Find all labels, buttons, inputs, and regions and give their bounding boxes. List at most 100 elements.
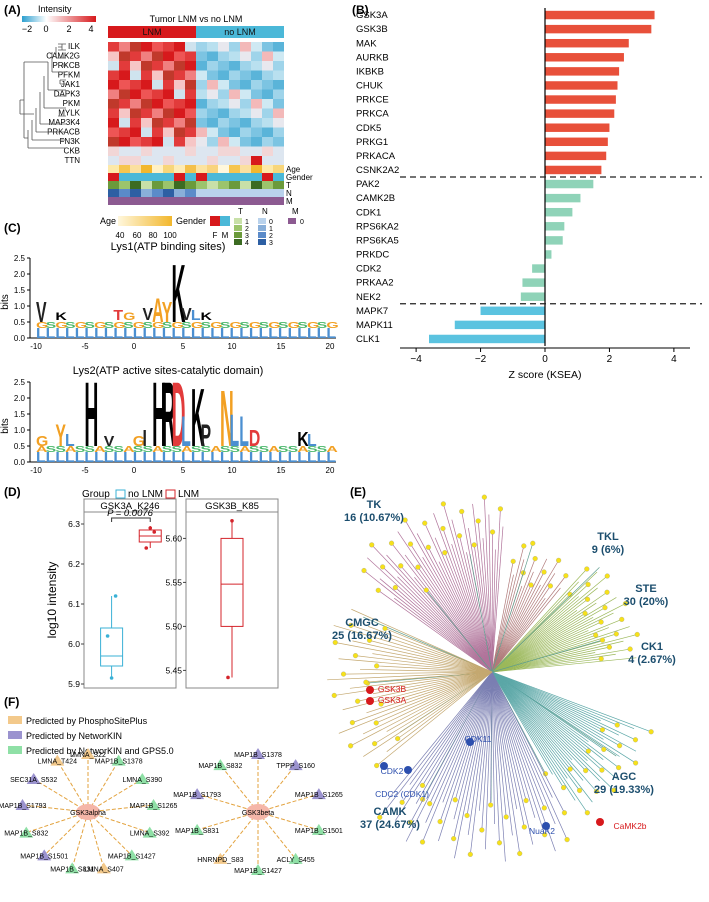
tree-branch: [422, 671, 493, 843]
logo-letter: L: [162, 326, 172, 342]
heatmap-cell: [262, 146, 273, 156]
f-node-shape: [311, 823, 326, 835]
heatmap-cell: [185, 127, 196, 137]
highlight-label: CDK2: [381, 766, 404, 776]
logo-letter: S: [297, 320, 308, 330]
bar-label: GSK3A: [356, 10, 388, 21]
intensity-tick: 0: [43, 24, 48, 34]
heatmap-cell: [152, 127, 163, 137]
tree-branch: [397, 576, 493, 673]
logo-letter: S: [249, 444, 260, 454]
tree-branch: [351, 608, 493, 673]
heatmap-cell: [229, 137, 240, 147]
heatmap-cell: [119, 51, 130, 61]
kinase-dot: [378, 701, 384, 707]
f-node-label: MAP1B_S831: [50, 866, 94, 873]
bar-mapk11: [454, 320, 545, 330]
kinase-dot: [475, 518, 481, 524]
tree-branch: [426, 589, 493, 673]
kinase-dot: [599, 637, 606, 643]
heatmap-cell: [229, 70, 240, 80]
tree-branch: [367, 557, 493, 673]
highlight-label: NuaK2: [529, 826, 555, 836]
kinase-dot: [528, 582, 534, 588]
intensity-tick: 4: [88, 24, 93, 34]
logo-letter: S: [75, 444, 86, 454]
heatmap-cell: [207, 118, 218, 128]
logo-letter: L: [307, 431, 317, 450]
highlight-dot: [542, 822, 550, 830]
gene-label: MYLK: [58, 109, 80, 118]
heatmap-cell: [273, 127, 284, 137]
tree-branch: [386, 671, 493, 732]
f-node-label: LMNA_S407: [84, 866, 124, 873]
f-edge: [219, 811, 259, 860]
annot-gender-cell: [251, 173, 262, 181]
panel-b-bar-chart: GSK3AGSK3BMAKAURKBIKBKBCHUKPRKCEPRKCACDK…: [356, 8, 702, 381]
kinase-dot: [488, 802, 494, 808]
tree-branch: [491, 671, 597, 792]
tree-branch: [491, 671, 556, 825]
heatmap-cell: [262, 156, 273, 166]
bar-csnk2a2: [545, 165, 602, 175]
logo-letter: L: [55, 450, 65, 466]
logo-letter: L: [133, 326, 143, 342]
bar-aurkb: [545, 53, 624, 62]
tree-branch: [442, 671, 493, 803]
heatmap-cell: [251, 118, 262, 128]
group-count-cmgc: 25 (16.67%): [332, 630, 392, 642]
f-edge: [257, 793, 320, 813]
legend-age-bar: [118, 216, 172, 226]
heatmap-cell: [163, 80, 174, 90]
kinase-dot: [604, 589, 610, 595]
legend-t-title: T: [238, 207, 243, 216]
legend-t-label: 3: [245, 233, 249, 240]
tree-branch: [342, 671, 493, 711]
tree-branch: [491, 671, 565, 813]
logo-x-tick-label: 20: [326, 342, 335, 351]
kinase-dot: [622, 601, 629, 607]
p-value: P = 0.0076: [107, 508, 154, 519]
legend-m-swatch: [288, 218, 296, 224]
annot-m-cell: [163, 197, 174, 205]
heatmap-cell: [229, 156, 240, 166]
logo-letter: G: [123, 310, 135, 322]
heatmap-cell: [218, 137, 229, 147]
y-tick-label: 6.1: [68, 599, 80, 609]
heatmap-cell: [141, 70, 152, 80]
logo-letter: G: [152, 320, 164, 330]
bar-nek2: [520, 292, 545, 301]
heatmap-cell: [240, 137, 251, 147]
tree-branch: [491, 671, 546, 835]
legend-t-swatch: [234, 239, 242, 245]
annot-m-cell: [273, 197, 284, 205]
tree-branch: [491, 671, 536, 818]
tree-branch: [382, 566, 493, 673]
f-edge: [22, 804, 89, 813]
panel-a: Intensity −2 0 2 4 Tumor LNM vs no LNM L…: [19, 4, 313, 247]
logo-letter: S: [288, 444, 299, 454]
logo-letter: A: [65, 444, 76, 454]
heatmap-cell: [163, 156, 174, 166]
bar-rps6ka2: [545, 222, 565, 231]
kinase-dot: [419, 839, 426, 845]
annot-age-cell: [207, 165, 218, 173]
heatmap-cell: [273, 61, 284, 71]
logo-letter: S: [142, 444, 153, 454]
heatmap-cell: [108, 42, 119, 52]
bar-camk2b: [545, 193, 581, 203]
box-point: [109, 676, 114, 680]
panel-label-c: (C): [4, 221, 21, 235]
heatmap-cell: [262, 127, 273, 137]
f-node-label: MAP1B_S1793: [173, 792, 221, 799]
box-no-lnm: [100, 627, 124, 667]
bar-label: AURKB: [356, 52, 389, 63]
f-edge: [257, 764, 297, 813]
logo-letter: S: [104, 444, 115, 454]
tree-branch: [422, 556, 493, 673]
kinase-dot: [606, 644, 612, 650]
kinase-dot: [567, 591, 573, 597]
bar-label: PRKAA2: [356, 278, 394, 289]
annot-age-cell: [130, 165, 141, 173]
annot-age-cell: [251, 165, 262, 173]
